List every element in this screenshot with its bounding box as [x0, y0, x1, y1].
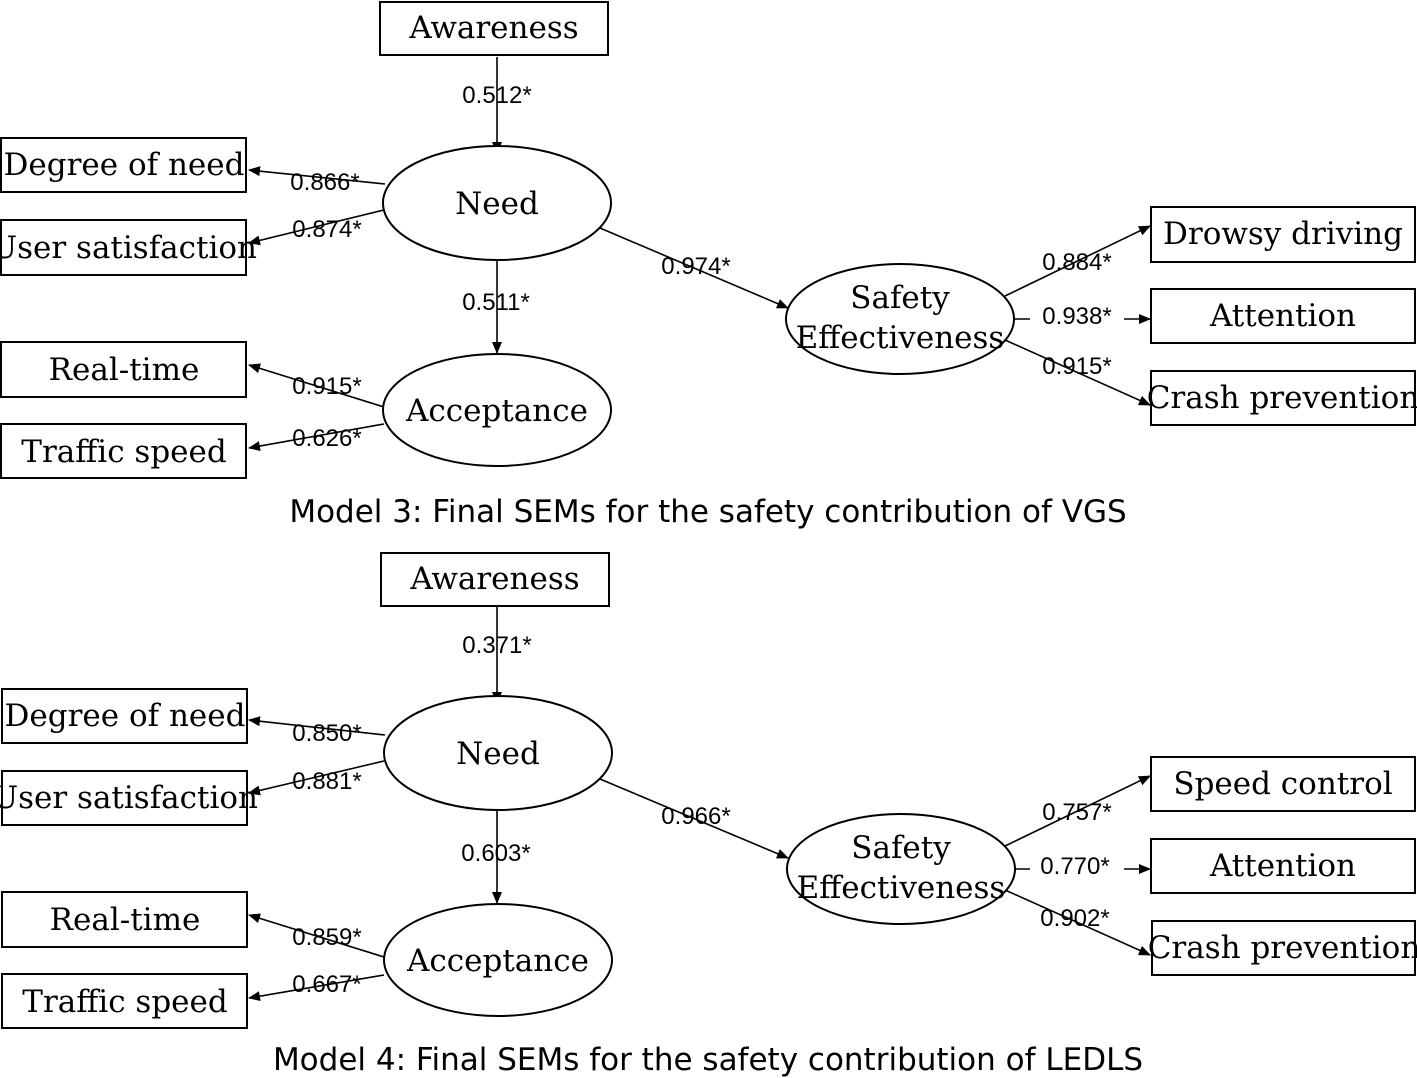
coef-safety-out3: 0.915*: [1042, 353, 1111, 380]
node-need-label: Need: [455, 186, 539, 222]
edge-need-degree: [248, 716, 386, 736]
coef-acceptance-speed: 0.626*: [292, 425, 361, 452]
node-awareness-label: Awareness: [409, 561, 579, 597]
node-degree-of-need-label: Degree of need: [5, 698, 246, 734]
node-traffic-speed: [1, 973, 248, 1029]
edge-safety-out1: [1004, 775, 1151, 847]
node-traffic-speed: [0, 423, 247, 479]
edge-acceptance-speed: [248, 974, 385, 1002]
node-awareness-label: Awareness: [408, 10, 578, 46]
node-real-time-label: Real-time: [49, 352, 200, 388]
coef-background: [1030, 852, 1124, 882]
edge-need-user-satisfaction: [248, 209, 385, 246]
node-degree-of-need: [1, 688, 248, 744]
node-outcome-1-label: Drowsy driving: [1163, 216, 1403, 252]
edge-need-user-satisfaction: [248, 760, 385, 796]
node-user-satisfaction-label: User satisfaction: [0, 780, 258, 816]
node-outcome-1-label: Speed control: [1173, 766, 1392, 802]
node-safety-effectiveness: [786, 813, 1016, 925]
coef-awareness-need: 0.512*: [462, 82, 531, 109]
node-traffic-speed-label: Traffic speed: [22, 984, 227, 1020]
node-user-satisfaction: [0, 219, 247, 276]
node-acceptance-label: Acceptance: [406, 943, 589, 979]
node-outcome-3-label: Crash prevention: [1148, 930, 1417, 966]
edge-acceptance-realtime: [248, 363, 385, 408]
coef-safety-out3: 0.902*: [1040, 905, 1109, 932]
node-user-satisfaction: [1, 770, 248, 826]
node-outcome-3: [1151, 920, 1416, 976]
edge-safety-out3: [1004, 339, 1151, 406]
coef-acceptance-realtime: 0.859*: [292, 924, 361, 951]
edge-acceptance-realtime: [248, 913, 385, 958]
node-need: [383, 695, 613, 811]
node-outcome-2: [1150, 288, 1416, 344]
node-need: [382, 145, 612, 261]
coef-need-acceptance: 0.511*: [462, 289, 530, 316]
coef-need-safety: 0.966*: [661, 803, 730, 830]
coef-acceptance-speed: 0.667*: [292, 971, 361, 998]
node-outcome-1: [1150, 206, 1416, 263]
node-outcome-2-label: Attention: [1209, 848, 1356, 884]
node-real-time: [0, 341, 247, 398]
node-safety-label-line2: Effectiveness: [796, 320, 1005, 356]
coef-safety-out1: 0.757*: [1042, 799, 1111, 826]
coef-safety-out1: 0.884*: [1042, 249, 1111, 276]
node-safety-label-line1: Safety: [850, 280, 950, 316]
edge-acceptance-speed: [248, 423, 385, 451]
coef-need-acceptance: 0.603*: [461, 840, 530, 867]
node-safety-effectiveness: [785, 263, 1015, 375]
node-outcome-1: [1150, 756, 1416, 812]
coef-need-degree: 0.850*: [292, 720, 361, 747]
node-outcome-2: [1150, 838, 1416, 894]
coef-background: [1030, 302, 1124, 332]
node-degree-of-need-label: Degree of need: [4, 147, 245, 183]
coef-safety-out2: 0.770*: [1040, 853, 1109, 880]
node-acceptance: [382, 353, 612, 467]
node-real-time-label: Real-time: [50, 902, 201, 938]
coef-need-safety: 0.974*: [661, 253, 730, 280]
node-traffic-speed-label: Traffic speed: [21, 434, 226, 470]
node-need-label: Need: [456, 736, 540, 772]
edge-need-safety: [599, 227, 789, 309]
node-awareness: [380, 552, 610, 607]
model-4-diagram: 0.371* 0.850* 0.881* 0.603* 0.966* 0.859…: [0, 552, 1417, 1078]
node-safety-label-line1: Safety: [851, 830, 951, 866]
model-3-caption: Model 3: Final SEMs for the safety contr…: [289, 494, 1126, 530]
node-awareness: [379, 1, 609, 56]
edge-safety-out1: [1004, 225, 1151, 297]
node-safety-label-line2: Effectiveness: [797, 870, 1006, 906]
coef-need-degree: 0.866*: [290, 169, 359, 196]
edge-need-degree: [248, 166, 386, 185]
coef-awareness-need: 0.371*: [462, 632, 531, 659]
edge-need-safety: [599, 778, 789, 859]
coef-need-user-satisfaction: 0.881*: [292, 768, 361, 795]
coef-safety-out2: 0.938*: [1042, 303, 1111, 330]
node-outcome-3: [1150, 370, 1416, 426]
model-4-caption: Model 4: Final SEMs for the safety contr…: [273, 1042, 1143, 1078]
edge-safety-out3: [1004, 889, 1151, 956]
node-degree-of-need: [0, 137, 247, 193]
node-acceptance: [383, 903, 613, 1017]
node-acceptance-label: Acceptance: [405, 393, 588, 429]
node-user-satisfaction-label: User satisfaction: [0, 230, 257, 266]
node-outcome-3-label: Crash prevention: [1147, 380, 1417, 416]
node-outcome-2-label: Attention: [1209, 298, 1356, 334]
node-real-time: [1, 891, 248, 948]
model-3-diagram: 0.512* 0.866* 0.874* 0.511* 0.974* 0.915…: [0, 1, 1417, 530]
coef-acceptance-realtime: 0.915*: [292, 373, 361, 400]
coef-need-user-satisfaction: 0.874*: [292, 216, 361, 243]
